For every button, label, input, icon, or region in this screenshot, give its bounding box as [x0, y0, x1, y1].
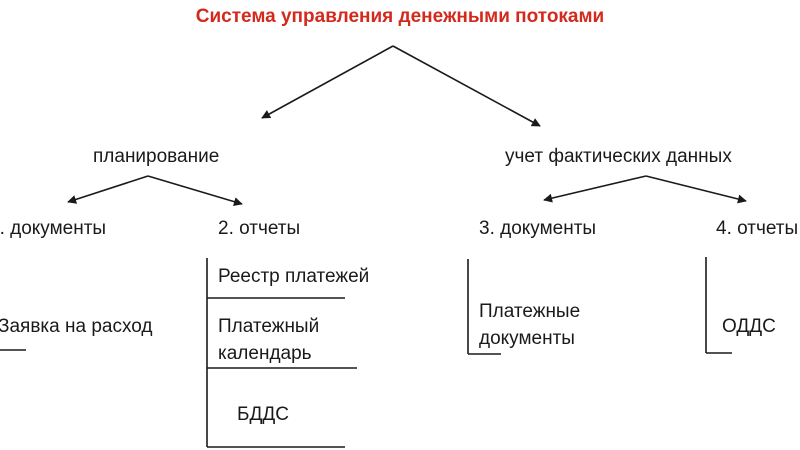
node-documents-1: 1. документы	[0, 218, 107, 239]
node-reports-2: 2. отчеты	[218, 218, 301, 239]
arrow-title-to-planning	[261, 45, 394, 119]
node-reports-4: 4. отчеты	[716, 218, 799, 239]
node-planning: планирование	[93, 146, 220, 167]
arrow-title-to-actuals	[392, 45, 541, 127]
item-payment-docs-line2: документы	[479, 328, 575, 349]
node-documents-3: 3. документы	[479, 218, 597, 239]
arrow-planning-to-reports	[147, 175, 243, 207]
item-payment-calendar-line1: Платежный	[218, 316, 320, 337]
item-payment-docs-line1: Платежные	[479, 301, 581, 322]
arrow-planning-to-documents	[67, 175, 149, 204]
diagram-title: Система управления денежными потоками	[195, 6, 605, 27]
arrow-actuals-to-documents	[543, 175, 647, 203]
arrow-actuals-to-reports	[645, 175, 747, 204]
item-bdds: БДДС	[237, 404, 289, 425]
item-payment-register: Реестр платежей	[218, 266, 370, 287]
item-odds: ОДДС	[722, 316, 776, 337]
node-actuals: учет фактических данных	[505, 146, 732, 167]
item-expense-request: Заявка на расход	[0, 316, 153, 337]
item-payment-calendar-line2: календарь	[218, 343, 312, 364]
